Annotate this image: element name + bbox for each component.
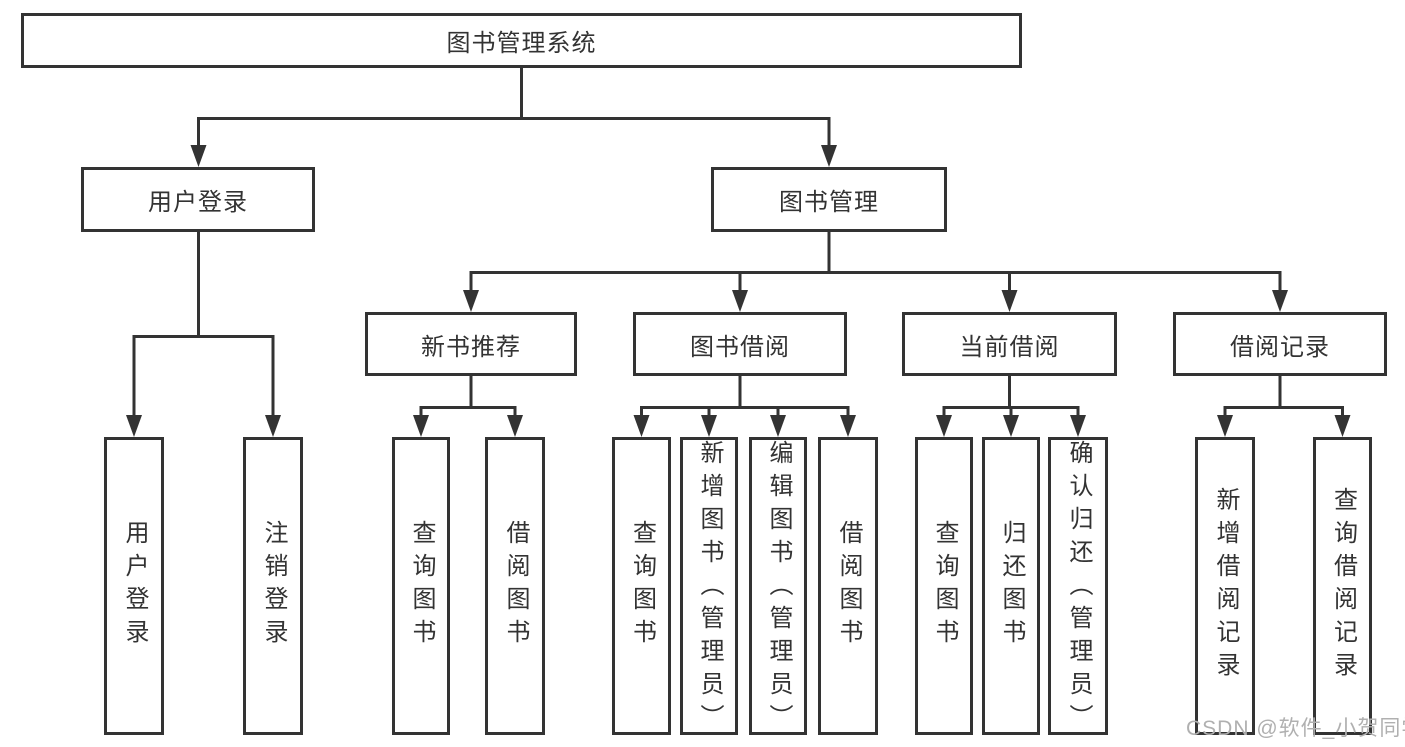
leaf-confirm-return-admin: 确认归还（管理员） xyxy=(1048,437,1108,737)
leaf-label: 借阅图书 xyxy=(502,520,529,652)
node-book-management: 图书管理 xyxy=(711,167,947,232)
node-label: 图书管理系统 xyxy=(446,30,597,57)
leaf-label: 用户登录 xyxy=(121,520,148,652)
node-label: 当前借阅 xyxy=(959,333,1060,361)
leaf-logout: 注销登录 xyxy=(243,437,303,735)
node-label: 借阅记录 xyxy=(1230,333,1330,361)
leaf-borrow-book-recommend: 借阅图书 xyxy=(485,437,545,735)
node-book-borrow: 图书借阅 xyxy=(633,312,847,376)
leaf-label: 新增图书（管理员） xyxy=(696,440,723,737)
leaf-query-book-current: 查询图书 xyxy=(915,437,973,735)
node-borrow-record: 借阅记录 xyxy=(1173,312,1387,376)
node-label: 图书借阅 xyxy=(690,333,790,361)
node-current-borrow: 当前借阅 xyxy=(902,312,1117,376)
leaf-label: 注销登录 xyxy=(260,520,287,652)
leaf-query-book-borrow: 查询图书 xyxy=(612,437,671,735)
leaf-label: 借阅图书 xyxy=(835,520,862,652)
leaf-add-book-admin: 新增图书（管理员） xyxy=(680,437,738,737)
node-new-book-recommend: 新书推荐 xyxy=(365,312,577,376)
node-label: 用户登录 xyxy=(148,189,248,216)
leaf-label: 归还图书 xyxy=(998,520,1025,652)
leaf-label: 查询借阅记录 xyxy=(1329,487,1357,685)
leaf-label: 编辑图书（管理员） xyxy=(765,440,792,737)
node-label: 新书推荐 xyxy=(421,333,521,361)
leaf-user-login: 用户登录 xyxy=(104,437,164,735)
leaf-borrow-book: 借阅图书 xyxy=(818,437,878,735)
leaf-label: 查询图书 xyxy=(931,520,958,652)
csdn-watermark: CSDN @软件_小贺同学 xyxy=(1186,717,1405,740)
leaf-edit-book-admin: 编辑图书（管理员） xyxy=(749,437,807,737)
node-label: 图书管理 xyxy=(779,189,879,216)
node-library-management-system: 图书管理系统 xyxy=(21,13,1022,68)
node-user-login: 用户登录 xyxy=(81,167,315,232)
leaf-label: 查询图书 xyxy=(628,520,656,652)
leaf-return-book: 归还图书 xyxy=(982,437,1040,735)
leaf-add-borrow-record: 新增借阅记录 xyxy=(1195,437,1255,735)
leaf-query-borrow-record: 查询借阅记录 xyxy=(1313,437,1372,735)
leaf-label: 确认归还（管理员） xyxy=(1065,440,1092,737)
leaf-label: 新增借阅记录 xyxy=(1212,487,1239,685)
leaf-query-book-recommend: 查询图书 xyxy=(392,437,450,735)
leaf-label: 查询图书 xyxy=(408,520,435,652)
